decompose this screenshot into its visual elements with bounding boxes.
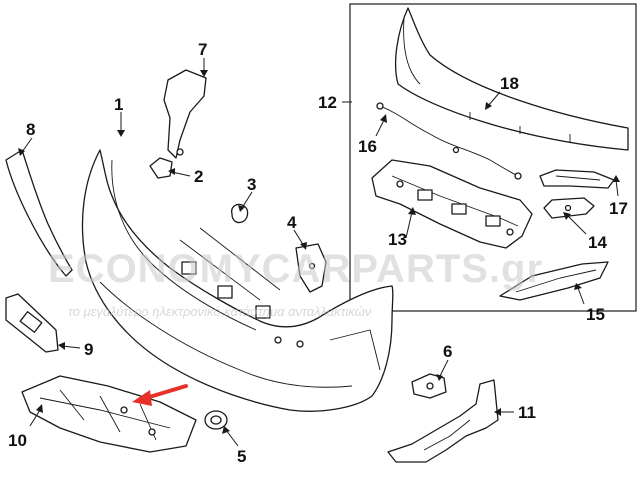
watermark: ECONOMYCARPARTS.gr το μεγαλύτερο ηλεκτρο… (48, 247, 543, 319)
callout-17: 17 (609, 199, 628, 218)
part-3-hook (231, 203, 249, 224)
part-16-harness (379, 105, 519, 177)
callout-13: 13 (388, 230, 407, 249)
red-arrow-icon (132, 384, 188, 406)
part-1-bumper-cover (81, 149, 394, 412)
part-2-clip (149, 157, 173, 179)
watermark-tagline: το μεγαλύτερο ηλεκτρονικό κατάστημα αντα… (68, 304, 372, 319)
callout-6: 6 (443, 342, 452, 361)
part-18-upper-strip (395, 7, 629, 151)
part-14-bracket (543, 197, 595, 219)
callouts: 1 2 3 4 5 6 7 8 9 10 11 12 13 14 15 16 1… (8, 40, 628, 466)
part-10-undercover (21, 375, 197, 453)
callout-15: 15 (586, 305, 605, 324)
callout-16: 16 (358, 137, 377, 156)
callout-11: 11 (518, 403, 536, 422)
part-6-sensor-holder (411, 373, 447, 399)
part-9-plate-bracket (5, 293, 59, 353)
callout-7: 7 (198, 40, 207, 59)
callout-3: 3 (247, 175, 256, 194)
inset-box (349, 3, 637, 312)
part-11-lower-bracket (387, 379, 499, 463)
leader-lines (18, 58, 620, 447)
part-17-bracket (539, 169, 615, 189)
part-8-side-trim (5, 149, 73, 277)
callout-4: 4 (287, 213, 297, 232)
part-13-reinforcement (371, 159, 533, 249)
part-4-bracket (295, 243, 327, 293)
callout-9: 9 (84, 340, 93, 359)
callout-10: 10 (8, 431, 27, 450)
callout-8: 8 (26, 120, 35, 139)
callout-1: 1 (114, 95, 123, 114)
watermark-brand: ECONOMYCARPARTS.gr (48, 247, 543, 291)
part-15-bracket (499, 261, 609, 301)
callout-14: 14 (588, 233, 607, 252)
callout-5: 5 (237, 447, 246, 466)
part-5-grommet (204, 410, 228, 430)
part-7-side-bracket (163, 69, 207, 159)
callout-2: 2 (194, 167, 203, 186)
callout-12: 12 (318, 93, 337, 112)
callout-18: 18 (500, 74, 519, 93)
